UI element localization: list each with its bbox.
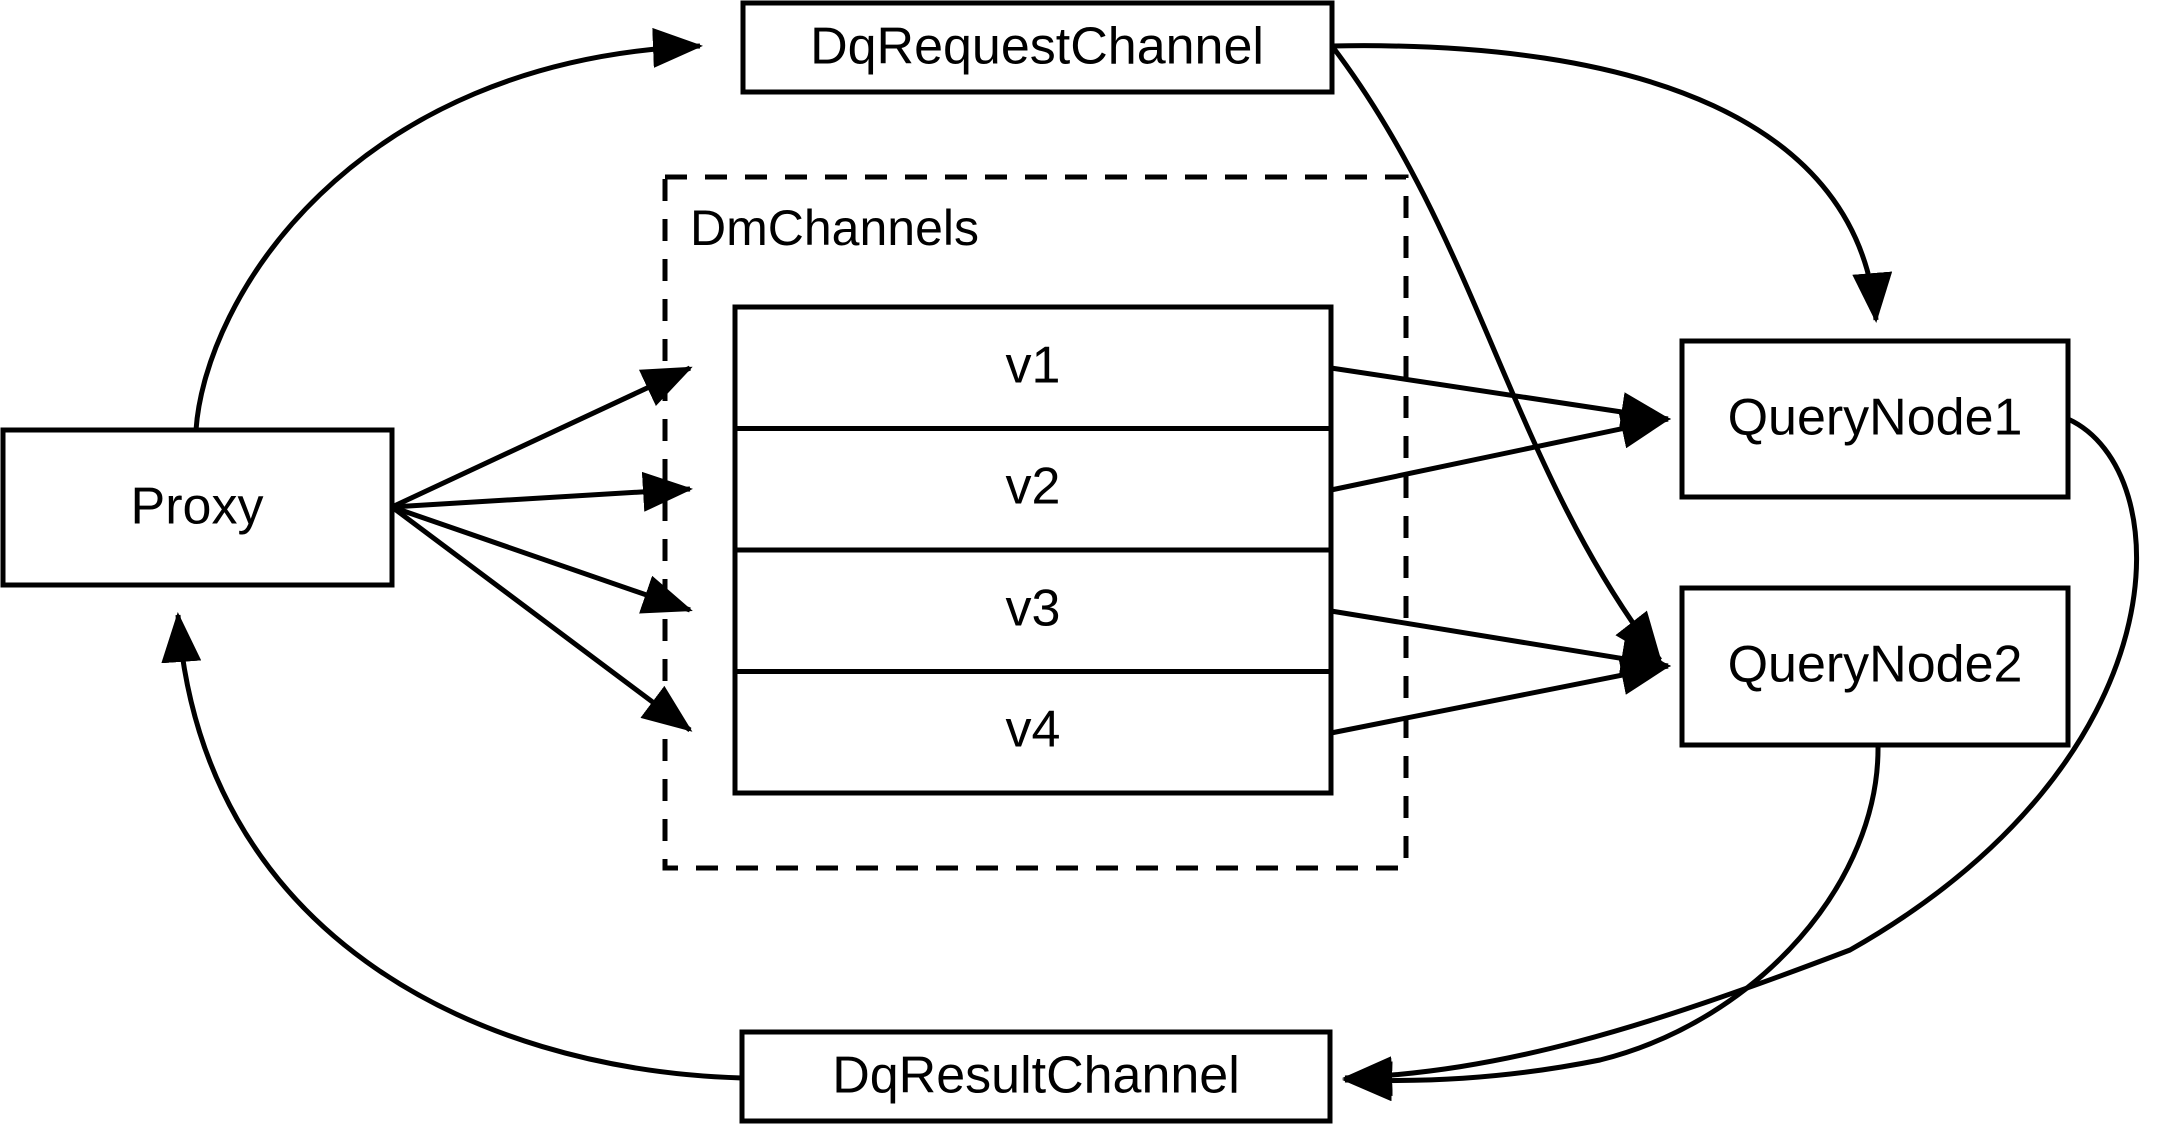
node-dq-request-channel-label: DqRequestChannel [810,18,1264,76]
node-dq-result-channel[interactable] [739,1029,1333,1124]
node-query-node-2[interactable] [1679,585,2071,748]
edge-dqrequestchannel-to-querynode2 [1330,44,1662,663]
node-dq-result-channel-label: DqResultChannel [832,1047,1240,1105]
edge-dqresultchannel-to-proxy [161,612,743,1081]
edge-proxy-to-v3 [391,504,693,614]
edge-v1-to-querynode1 [1330,365,1671,432]
node-query-node-1[interactable] [1679,338,2071,500]
edge-querynode1-to-dqresultchannel [1342,416,2140,1097]
edge-proxy-to-v4 [390,504,693,733]
node-proxy[interactable] [0,427,395,588]
edge-dqrequestchannel-to-querynode1 [1331,43,1893,323]
node-query-node-1-label: QueryNode1 [1728,389,2023,447]
dm-channels-group [662,174,1409,871]
edge-v4-to-querynode2 [1330,655,1671,736]
channel-label-v2: v2 [1006,458,1061,516]
channel-label-v1: v1 [1006,337,1061,395]
edge-querynode2-to-dqresultchannel [1342,744,1881,1102]
edge-proxy-to-v1 [390,365,693,510]
edge-v3-to-querynode2 [1330,608,1671,679]
edge-proxy-to-dqrequestchannel [193,27,703,431]
channel-label-v3: v3 [1006,580,1061,638]
node-proxy-label: Proxy [131,478,264,536]
channel-label-v4: v4 [1006,701,1061,759]
node-dq-request-channel[interactable] [740,0,1335,95]
dm-channels-group-label: DmChannels [690,200,979,256]
node-query-node-2-label: QueryNode2 [1728,636,2023,694]
edge-v2-to-querynode1 [1330,409,1671,493]
edge-proxy-to-v2 [391,471,693,512]
